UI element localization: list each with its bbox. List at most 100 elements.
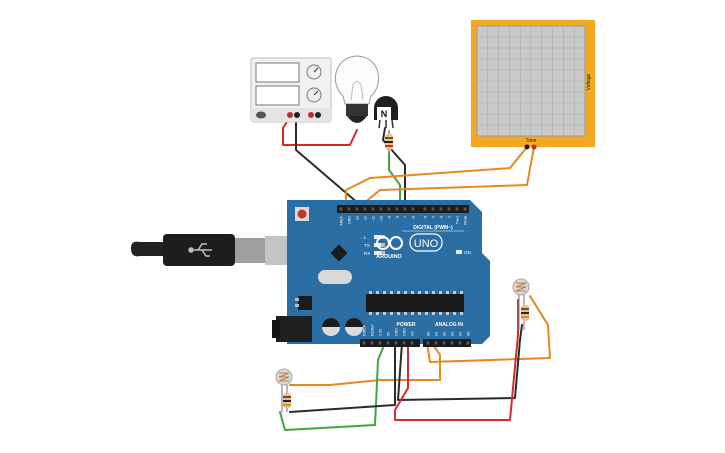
oscilloscope[interactable]: Time Voltage — [471, 20, 595, 150]
wire-black-gnd-left[interactable] — [289, 342, 396, 413]
analog-pin-hole[interactable] — [466, 341, 470, 345]
capacitor-right — [345, 318, 363, 336]
wire-black-transistor[interactable] — [382, 127, 406, 206]
analog-pin-hole[interactable] — [450, 341, 454, 345]
analog-pin-label: A2 — [443, 332, 447, 336]
terminal-negative[interactable] — [294, 112, 300, 118]
scope-probe-negative[interactable] — [524, 144, 530, 150]
digital-pin-hole[interactable] — [379, 207, 383, 211]
scope-x-label: Time — [526, 138, 537, 144]
arduino-model: UNO — [414, 238, 439, 250]
power-label: POWER — [397, 322, 416, 328]
transistor[interactable]: N — [374, 96, 398, 129]
digital-pin-hole[interactable] — [423, 207, 427, 211]
analog-pin-label: A0 — [427, 332, 431, 336]
power-pin-label: 3.3V — [379, 328, 383, 336]
digital-pin-hole[interactable] — [439, 207, 443, 211]
atmega-chip — [366, 294, 464, 312]
power-pin-hole[interactable] — [362, 341, 366, 345]
digital-pin-label: 4 — [432, 216, 436, 218]
power-pin-hole[interactable] — [386, 341, 390, 345]
wire-orange-a0-right[interactable] — [426, 295, 551, 363]
digital-pin-hole[interactable] — [347, 207, 351, 211]
digital-pin-hole[interactable] — [339, 207, 343, 211]
digital-pin-hole[interactable] — [411, 207, 415, 211]
analog-header — [423, 339, 471, 347]
analog-pin-hole[interactable] — [434, 341, 438, 345]
photoresistor-right[interactable] — [512, 278, 530, 330]
power-pin-hole[interactable] — [370, 341, 374, 345]
power-pin-hole[interactable] — [402, 341, 406, 345]
power-switch[interactable] — [256, 111, 266, 119]
led-l-label: L — [364, 235, 367, 240]
wire-orange-scope-2[interactable] — [362, 146, 535, 205]
digital-pin-hole[interactable] — [455, 207, 459, 211]
analog-pin-hole[interactable] — [458, 341, 462, 345]
digital-label: DIGITAL (PWM~) — [413, 225, 453, 231]
analog-pin-label: A5 — [467, 332, 471, 336]
digital-pin-hole[interactable] — [463, 207, 467, 211]
digital-pin-label: 8 — [396, 216, 400, 218]
digital-pin-label: ~3 — [440, 216, 444, 220]
analog-pin-hole[interactable] — [442, 341, 446, 345]
analog-pin-hole[interactable] — [426, 341, 430, 345]
wire-green-resistor-to-pin9[interactable] — [388, 151, 401, 206]
digital-pin-label: ~9 — [388, 216, 392, 220]
wire-orange-scope-1[interactable] — [345, 146, 528, 206]
power-pin-label: GND — [403, 328, 407, 336]
dc-power-jack — [276, 316, 312, 342]
digital-pin-hole[interactable] — [363, 207, 367, 211]
digital-pin-hole[interactable] — [371, 207, 375, 211]
digital-pin-label: 2 — [448, 216, 452, 218]
resistor-left[interactable] — [283, 393, 291, 408]
power-pin-label: RESET — [371, 323, 375, 336]
terminal-positive[interactable] — [287, 112, 293, 118]
wire-red-5v-right[interactable] — [394, 299, 519, 421]
digital-pin-hole[interactable] — [447, 207, 451, 211]
scope-probe-positive[interactable] — [531, 144, 537, 150]
led-tx-label: TX — [364, 243, 370, 248]
digital-pin-hole[interactable] — [403, 207, 407, 211]
power-pin-hole[interactable] — [410, 341, 414, 345]
analog-pin-label: A1 — [435, 332, 439, 336]
digital-pin-label: RX◂0 — [464, 216, 468, 225]
digital-pin-label: ~10 — [380, 216, 384, 222]
led-on-label: ON — [464, 250, 471, 255]
arduino-brand: ARDUINO — [376, 254, 402, 260]
capacitor-left — [322, 318, 340, 336]
digital-pin-hole[interactable] — [431, 207, 435, 211]
power-pin-hole[interactable] — [378, 341, 382, 345]
digital-pin-hole[interactable] — [395, 207, 399, 211]
transistor-label: N — [381, 109, 388, 119]
scope-grid — [477, 26, 585, 136]
analog-pin-label: A3 — [451, 332, 455, 336]
light-bulb[interactable] — [335, 55, 379, 123]
power-supply[interactable] — [250, 57, 332, 123]
digital-pin-label: ~5 — [424, 216, 428, 220]
wire-green-5v-left[interactable] — [279, 342, 386, 431]
digital-pin-label: GND — [348, 216, 352, 224]
wire-orange-a0-left[interactable] — [289, 342, 441, 386]
power-pin-hole[interactable] — [394, 341, 398, 345]
wire-black-supply-to-gnd[interactable] — [295, 116, 360, 205]
wire-black-gnd-right[interactable] — [397, 324, 523, 401]
wires — [279, 116, 551, 431]
power-header — [360, 339, 420, 347]
usb-icon — [188, 243, 212, 257]
digital-pin-label: TX▸1 — [456, 216, 460, 224]
power-pin-label: GND — [395, 328, 399, 336]
digital-pin-label: ~11 — [372, 216, 376, 222]
led-rx-label: RX — [364, 251, 370, 256]
photoresistor-left[interactable] — [275, 368, 293, 412]
resistor-base[interactable] — [385, 130, 393, 152]
power-pin-label: 5V — [387, 331, 391, 336]
power-pin-label: IOREF — [363, 324, 367, 336]
wire-red-supply-to-bulb[interactable] — [282, 116, 358, 146]
digital-pin-label: ~6 — [412, 216, 416, 220]
digital-pin-hole[interactable] — [387, 207, 391, 211]
digital-pin-hole[interactable] — [355, 207, 359, 211]
digital-header — [337, 205, 469, 213]
resistor-right[interactable] — [521, 305, 529, 321]
